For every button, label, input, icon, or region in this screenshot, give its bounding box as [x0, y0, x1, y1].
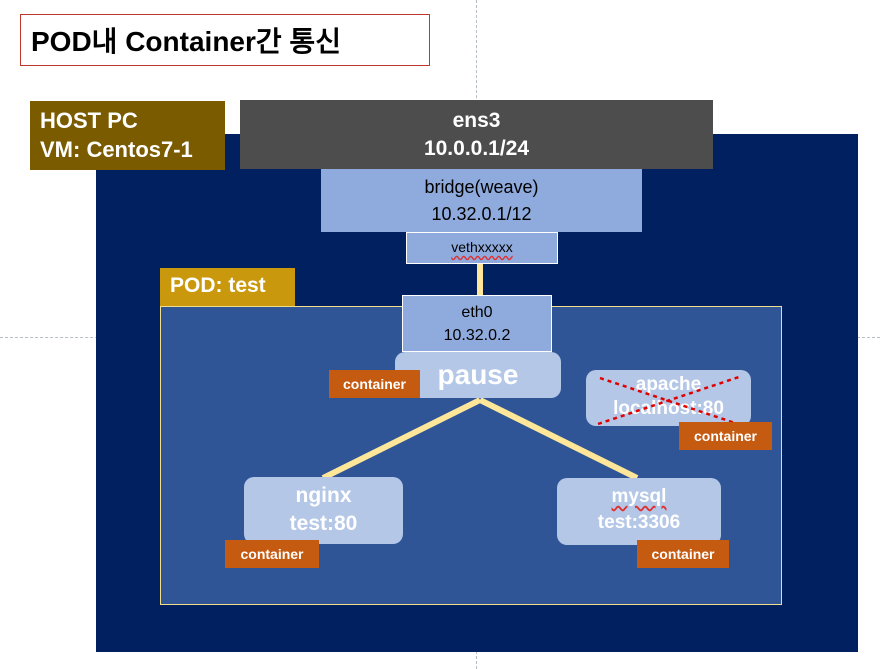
bridge-ip: 10.32.0.1/12 [431, 204, 532, 224]
ens3-name: ens3 [452, 109, 501, 132]
pause-name: pause [437, 359, 519, 390]
host-label-line2: VM: Centos7-1 [40, 137, 193, 162]
eth0-ip: 10.32.0.2 [443, 327, 511, 344]
eth0-name: eth0 [461, 304, 493, 321]
nginx-name: nginx [295, 484, 352, 507]
slide-title: POD내 Container간 통신 [20, 14, 430, 66]
mysql-name: mysql [611, 486, 667, 507]
link-pause-mysql [478, 397, 639, 481]
pause-container-tag: container [329, 370, 420, 398]
mysql-container-tag: container [637, 540, 729, 568]
apache-container: apache localhost:80 [586, 370, 751, 426]
apache-container-tag: container [679, 422, 772, 450]
nginx-addr: test:80 [289, 512, 358, 535]
apache-name: apache [635, 374, 702, 395]
mysql-container: mysql test:3306 [557, 478, 721, 545]
bridge-weave: bridge(weave) 10.32.0.1/12 [321, 169, 642, 232]
veth-interface: vethxxxxx [406, 232, 558, 264]
host-pc-label: HOST PC VM: Centos7-1 [30, 101, 225, 170]
host-label-line1: HOST PC [40, 108, 138, 133]
nginx-container-tag: container [225, 540, 319, 568]
cross-stroke-2 [597, 374, 743, 426]
pod-label-text: POD: test [170, 274, 266, 297]
apache-addr: localhost:80 [613, 398, 724, 419]
eth0-interface: eth0 10.32.0.2 [402, 295, 552, 352]
pod-label: POD: test [160, 268, 295, 306]
link-pause-nginx [321, 397, 482, 481]
nginx-container: nginx test:80 [244, 477, 403, 544]
ens3-ip: 10.0.0.1/24 [423, 137, 530, 160]
ens3-interface: ens3 10.0.0.1/24 [240, 100, 713, 169]
bridge-name: bridge(weave) [424, 177, 539, 197]
slide-title-text: POD내 Container간 통신 [31, 26, 341, 57]
mysql-addr: test:3306 [597, 512, 681, 533]
veth-name: vethxxxxx [451, 239, 513, 255]
pause-container: pause [395, 352, 561, 398]
